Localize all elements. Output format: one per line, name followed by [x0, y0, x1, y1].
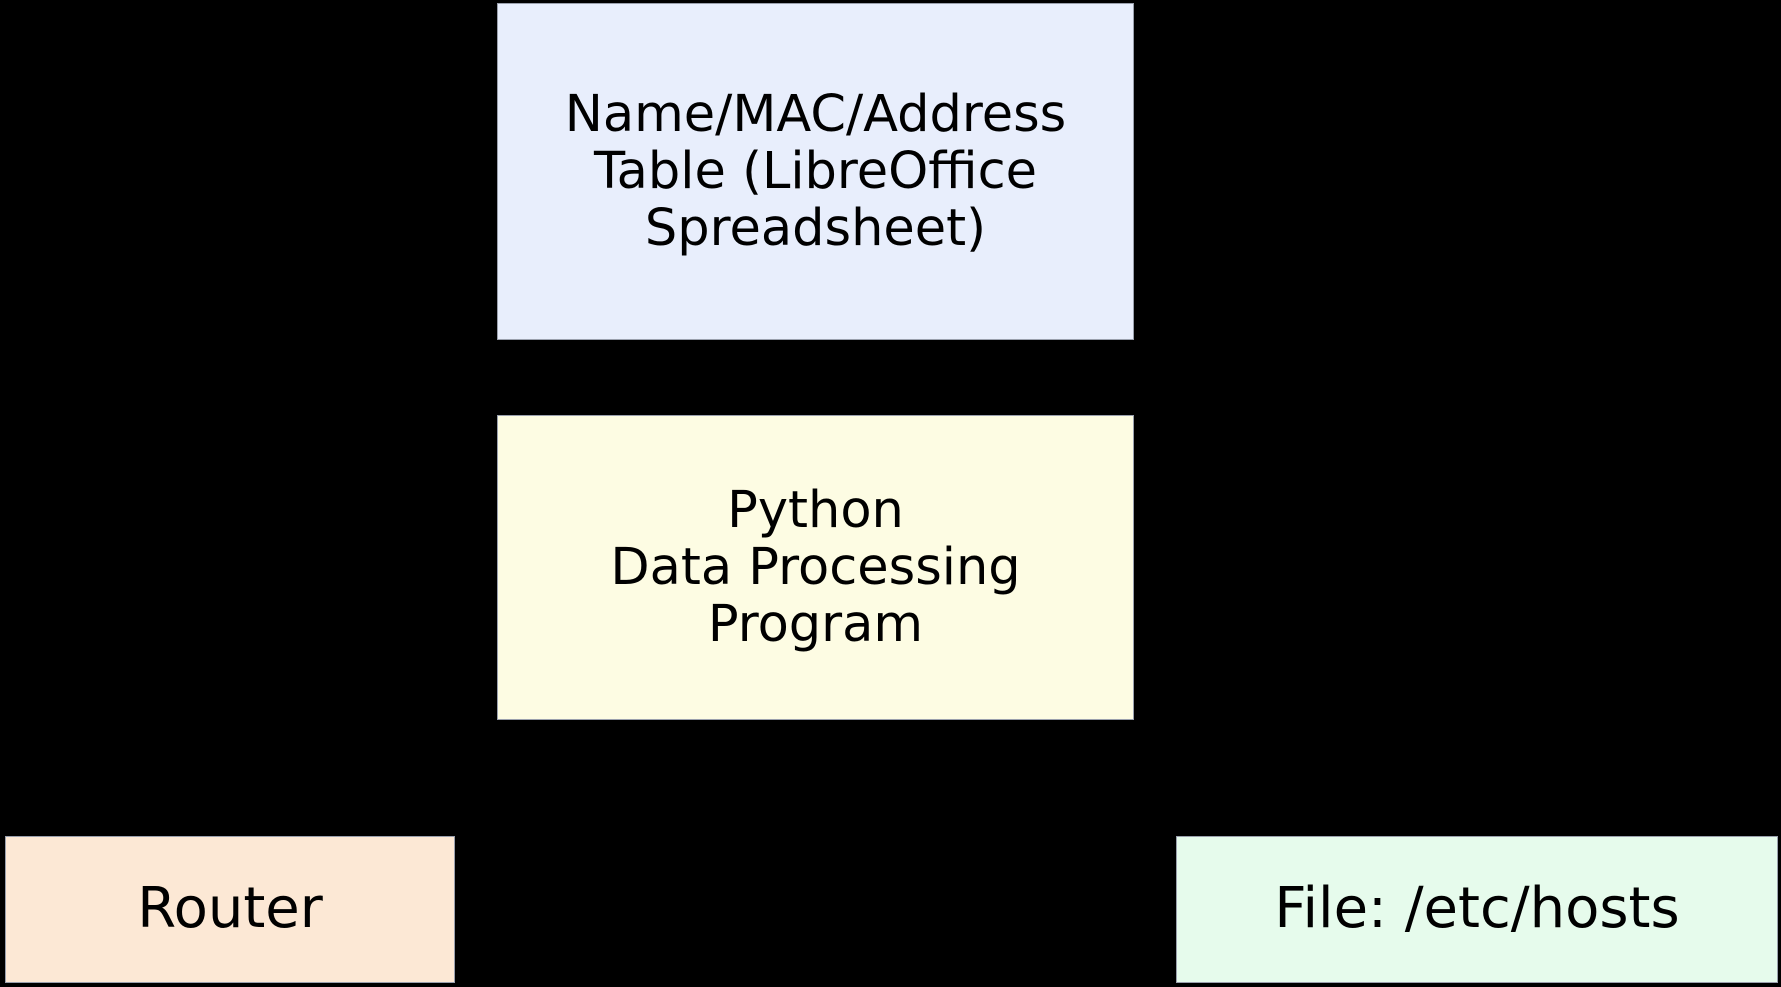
node-router[interactable]: Router [5, 836, 455, 983]
node-file-etc-hosts[interactable]: File: /etc/hosts [1176, 836, 1778, 983]
node-name-mac-address-table-label: Name/MAC/Address Table (LibreOffice Spre… [564, 84, 1067, 259]
node-name-mac-address-table[interactable]: Name/MAC/Address Table (LibreOffice Spre… [497, 3, 1134, 340]
node-file-etc-hosts-label: File: /etc/hosts [1274, 876, 1680, 942]
node-python-data-processing-program-label: Python Data Processing Program [610, 480, 1021, 655]
node-python-data-processing-program[interactable]: Python Data Processing Program [497, 415, 1134, 720]
node-router-label: Router [137, 876, 323, 942]
